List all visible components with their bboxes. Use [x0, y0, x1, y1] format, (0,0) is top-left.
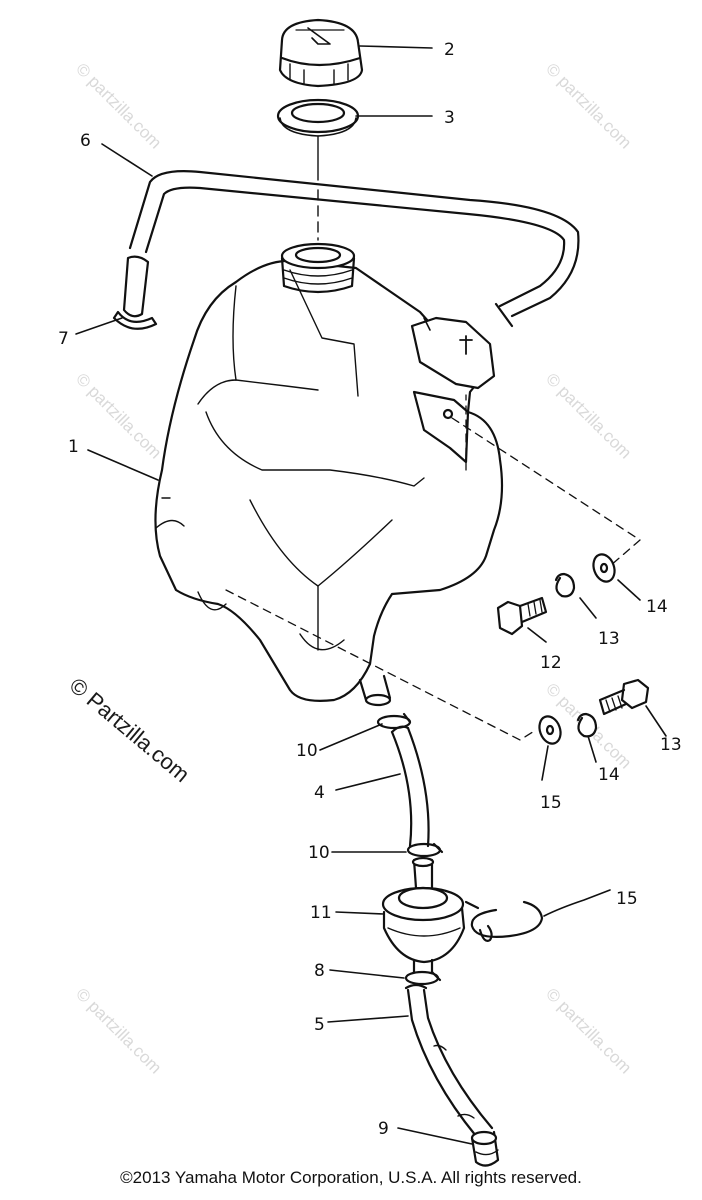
callout-1: 1 [68, 437, 79, 457]
callout-4: 4 [314, 783, 325, 803]
fuel-tank [154, 242, 504, 707]
leader-lines [75, 45, 667, 1145]
fuel-cap [278, 18, 364, 88]
lock-washer-lower [576, 712, 598, 738]
lock-washer-upper [554, 572, 576, 598]
hose-clamp-lower [406, 842, 444, 858]
hose-clamp-upper [376, 712, 412, 730]
hose-clip-top [112, 255, 158, 330]
callout-10-upper: 10 [296, 741, 318, 761]
watermark: © partzilla.com [542, 984, 635, 1077]
callout-9: 9 [378, 1119, 389, 1139]
watermark: © partzilla.com [542, 59, 635, 152]
callout-14-lower: 15 [540, 793, 562, 813]
callout-12-lower: 13 [660, 735, 682, 755]
callout-7: 7 [58, 329, 69, 349]
watermark-main: © Partzilla.com [65, 673, 195, 787]
bolt-upper [496, 596, 548, 636]
callout-13-upper: 13 [598, 629, 620, 649]
breather-hose [128, 170, 580, 328]
cap-gasket [276, 98, 360, 137]
assembly-lines [225, 394, 641, 741]
callout-3: 3 [444, 108, 455, 128]
hose-plug [470, 1130, 500, 1167]
callout-12-upper: 12 [540, 653, 562, 673]
callout-11: 11 [310, 903, 332, 923]
flat-washer-upper [592, 553, 616, 583]
bolt-lower [598, 678, 650, 716]
filter-band [464, 900, 544, 942]
callout-8: 8 [314, 961, 325, 981]
callout-15: 15 [616, 889, 638, 909]
watermark: © partzilla.com [542, 369, 635, 462]
callout-14-upper: 14 [646, 597, 668, 617]
flat-washer-lower [538, 715, 562, 745]
copyright-notice: ©2013 Yamaha Motor Corporation, U.S.A. A… [120, 1168, 582, 1187]
watermark: © partzilla.com [72, 369, 165, 462]
fuel-filter [381, 856, 466, 974]
callout-6: 6 [80, 131, 91, 151]
callout-13-lower: 14 [598, 765, 620, 785]
fuel-hose-lower [404, 983, 494, 1138]
callout-10-lower: 10 [308, 843, 330, 863]
callout-labels: 2 3 6 7 1 14 13 12 13 14 15 10 4 10 11 1… [58, 40, 682, 1139]
watermark: © partzilla.com [72, 984, 165, 1077]
hose-clamp-bottom [404, 970, 442, 986]
callout-5: 5 [314, 1015, 325, 1035]
fuel-hose-upper [390, 725, 430, 848]
callout-2: 2 [444, 40, 455, 60]
